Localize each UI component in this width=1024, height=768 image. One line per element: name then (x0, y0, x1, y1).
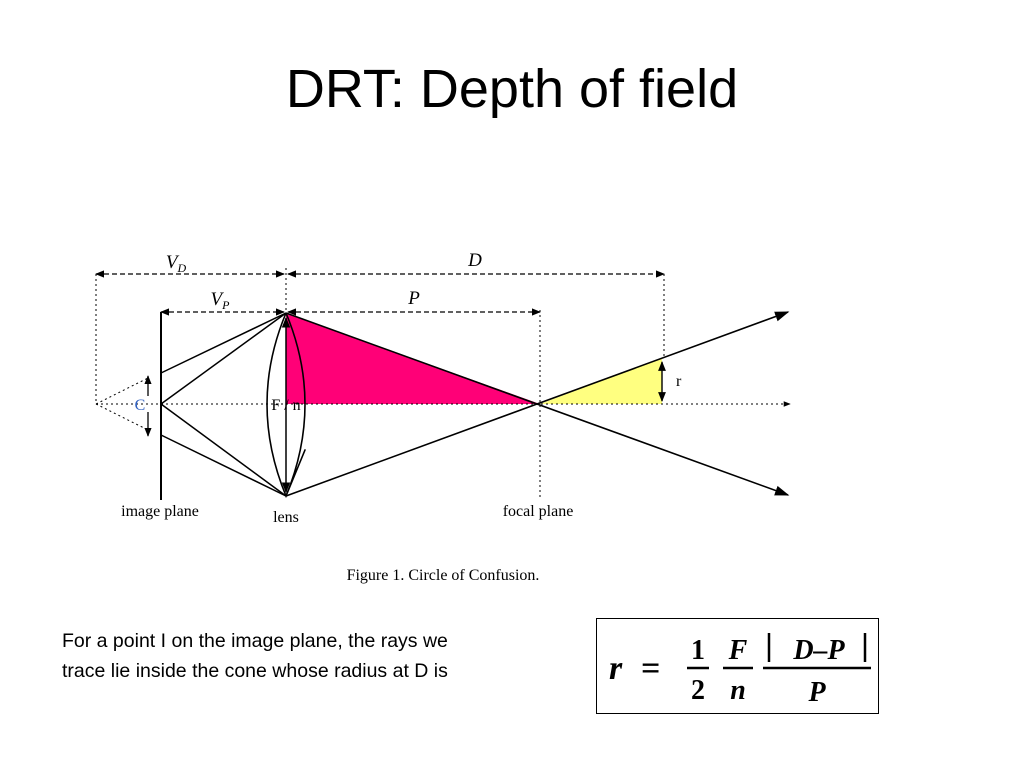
formula-equals: = (641, 650, 660, 687)
ray-lower (285, 311, 790, 497)
explanation-line-2: trace lie inside the cone whose radius a… (62, 660, 448, 682)
abs-denominator: P (807, 677, 826, 708)
vd-label: VD (166, 252, 187, 275)
fn-denominator: n (730, 675, 746, 706)
image-plane-label: image plane (121, 503, 199, 520)
explanation-text: For a point I on the image plane, the ra… (62, 626, 582, 686)
vp-label: VP (211, 289, 231, 312)
figure-caption: Figure 1. Circle of Confusion. (347, 567, 540, 584)
c-label: C (135, 397, 146, 414)
figure-diagram: VD D VP P C F / n r image plane lens foc… (95, 250, 791, 584)
abs-numerator: D–P (792, 635, 845, 666)
r-label: r (676, 373, 682, 390)
radius-formula: r = 1 2 F n D–P P (596, 618, 879, 714)
formula-lhs: r (609, 650, 623, 687)
lens-label: lens (273, 509, 299, 526)
slide-title: DRT: Depth of field (285, 59, 739, 119)
circle-of-confusion-figure: VD D VP P C F / n r image plane lens foc… (88, 238, 800, 590)
focal-plane-label: focal plane (503, 503, 574, 520)
explanation-line-1: For a point I on the image plane, the ra… (62, 630, 448, 652)
half-numerator: 1 (691, 635, 705, 666)
half-denominator: 2 (691, 675, 705, 706)
fn-numerator: F (728, 635, 748, 666)
p-label: P (407, 288, 420, 309)
lens-shape (266, 312, 306, 499)
formula-graphic: r = 1 2 F n D–P P (609, 633, 871, 708)
f-over-n-label: F / n (271, 397, 300, 414)
d-label: D (467, 250, 482, 271)
